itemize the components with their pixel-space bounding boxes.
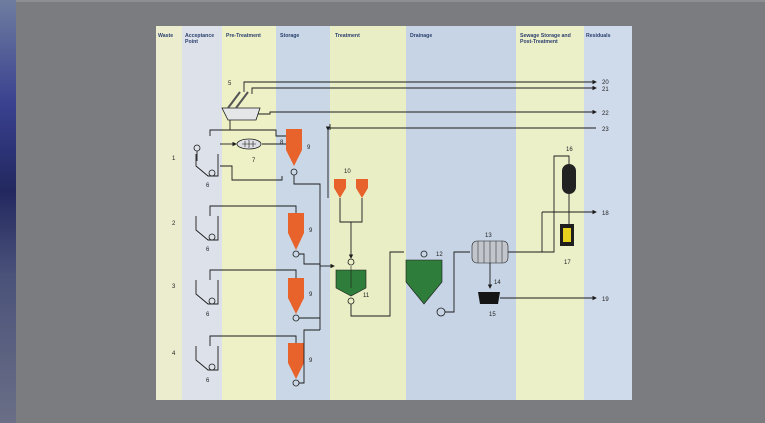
flow-lines bbox=[209, 79, 597, 384]
column-head-storage: Storage bbox=[280, 33, 299, 39]
label-8: 8 bbox=[280, 140, 284, 146]
column-head-residuals: Residuals bbox=[586, 33, 611, 39]
column-head-pretreatment: Pre-Treatment bbox=[226, 33, 261, 39]
label-10: 10 bbox=[344, 169, 351, 175]
output-20: 20 bbox=[602, 80, 609, 86]
output-21: 21 bbox=[602, 87, 609, 93]
column-head-drainage: Drainage bbox=[410, 33, 432, 39]
output-18: 18 bbox=[602, 211, 609, 217]
waste-row-2: 2 bbox=[172, 221, 176, 227]
label-9a: 9 bbox=[307, 145, 311, 151]
sewage-tank-16 bbox=[562, 164, 576, 194]
label-15: 15 bbox=[489, 312, 496, 318]
top-divider bbox=[16, 0, 765, 2]
label-12: 12 bbox=[436, 252, 443, 258]
label-6d: 6 bbox=[206, 378, 210, 384]
waste-row-4: 4 bbox=[172, 351, 176, 357]
label-9c: 9 bbox=[309, 292, 313, 298]
reagent-silo-left bbox=[334, 179, 346, 198]
process-flow-diagram: Waste Acceptance Point Pre-Treatment Sto… bbox=[156, 26, 632, 400]
window-edge-strip bbox=[0, 0, 16, 423]
sludge-container-15 bbox=[478, 292, 500, 304]
output-23: 23 bbox=[602, 127, 609, 133]
output-22: 22 bbox=[602, 111, 609, 117]
label-9b: 9 bbox=[309, 228, 313, 234]
label-11: 11 bbox=[363, 293, 370, 299]
diagram-canvas: Waste Acceptance Point Pre-Treatment Sto… bbox=[156, 26, 632, 400]
acceptance-bunker-1 bbox=[193, 144, 219, 177]
label-6c: 6 bbox=[206, 312, 210, 318]
label-14: 14 bbox=[494, 280, 501, 286]
label-7: 7 bbox=[252, 158, 256, 164]
waste-row-3: 3 bbox=[172, 284, 176, 290]
column-head-waste: Waste bbox=[158, 33, 173, 39]
filter-press-13 bbox=[471, 240, 509, 264]
label-17: 17 bbox=[564, 260, 571, 266]
column-head-sewage-1: Sewage Storage and bbox=[520, 33, 571, 39]
band-waste bbox=[156, 26, 182, 400]
label-13: 13 bbox=[485, 233, 492, 239]
output-19: 19 bbox=[602, 297, 609, 303]
acceptance-bunker-3 bbox=[195, 280, 219, 305]
column-head-sewage-2: Post-Treatment bbox=[520, 39, 558, 45]
column-head-acceptance-2: Point bbox=[185, 39, 198, 45]
acceptance-bunker-4 bbox=[195, 346, 219, 371]
reactor-tank-11 bbox=[335, 258, 367, 305]
label-6b: 6 bbox=[206, 247, 210, 253]
band-acceptance bbox=[182, 26, 222, 400]
shredder-unit-7 bbox=[236, 138, 262, 150]
column-head-treatment: Treatment bbox=[335, 33, 360, 39]
label-9d: 9 bbox=[309, 358, 313, 364]
post-treatment-unit-17 bbox=[560, 224, 574, 246]
waste-row-1: 1 bbox=[172, 156, 176, 162]
screening-unit-5 bbox=[221, 91, 261, 121]
column-head-acceptance-1: Acceptance bbox=[185, 33, 214, 39]
reagent-silo-right bbox=[356, 179, 368, 198]
label-6a: 6 bbox=[206, 183, 210, 189]
acceptance-bunker-2 bbox=[195, 216, 219, 241]
label-16: 16 bbox=[566, 147, 573, 153]
label-5: 5 bbox=[228, 81, 232, 87]
